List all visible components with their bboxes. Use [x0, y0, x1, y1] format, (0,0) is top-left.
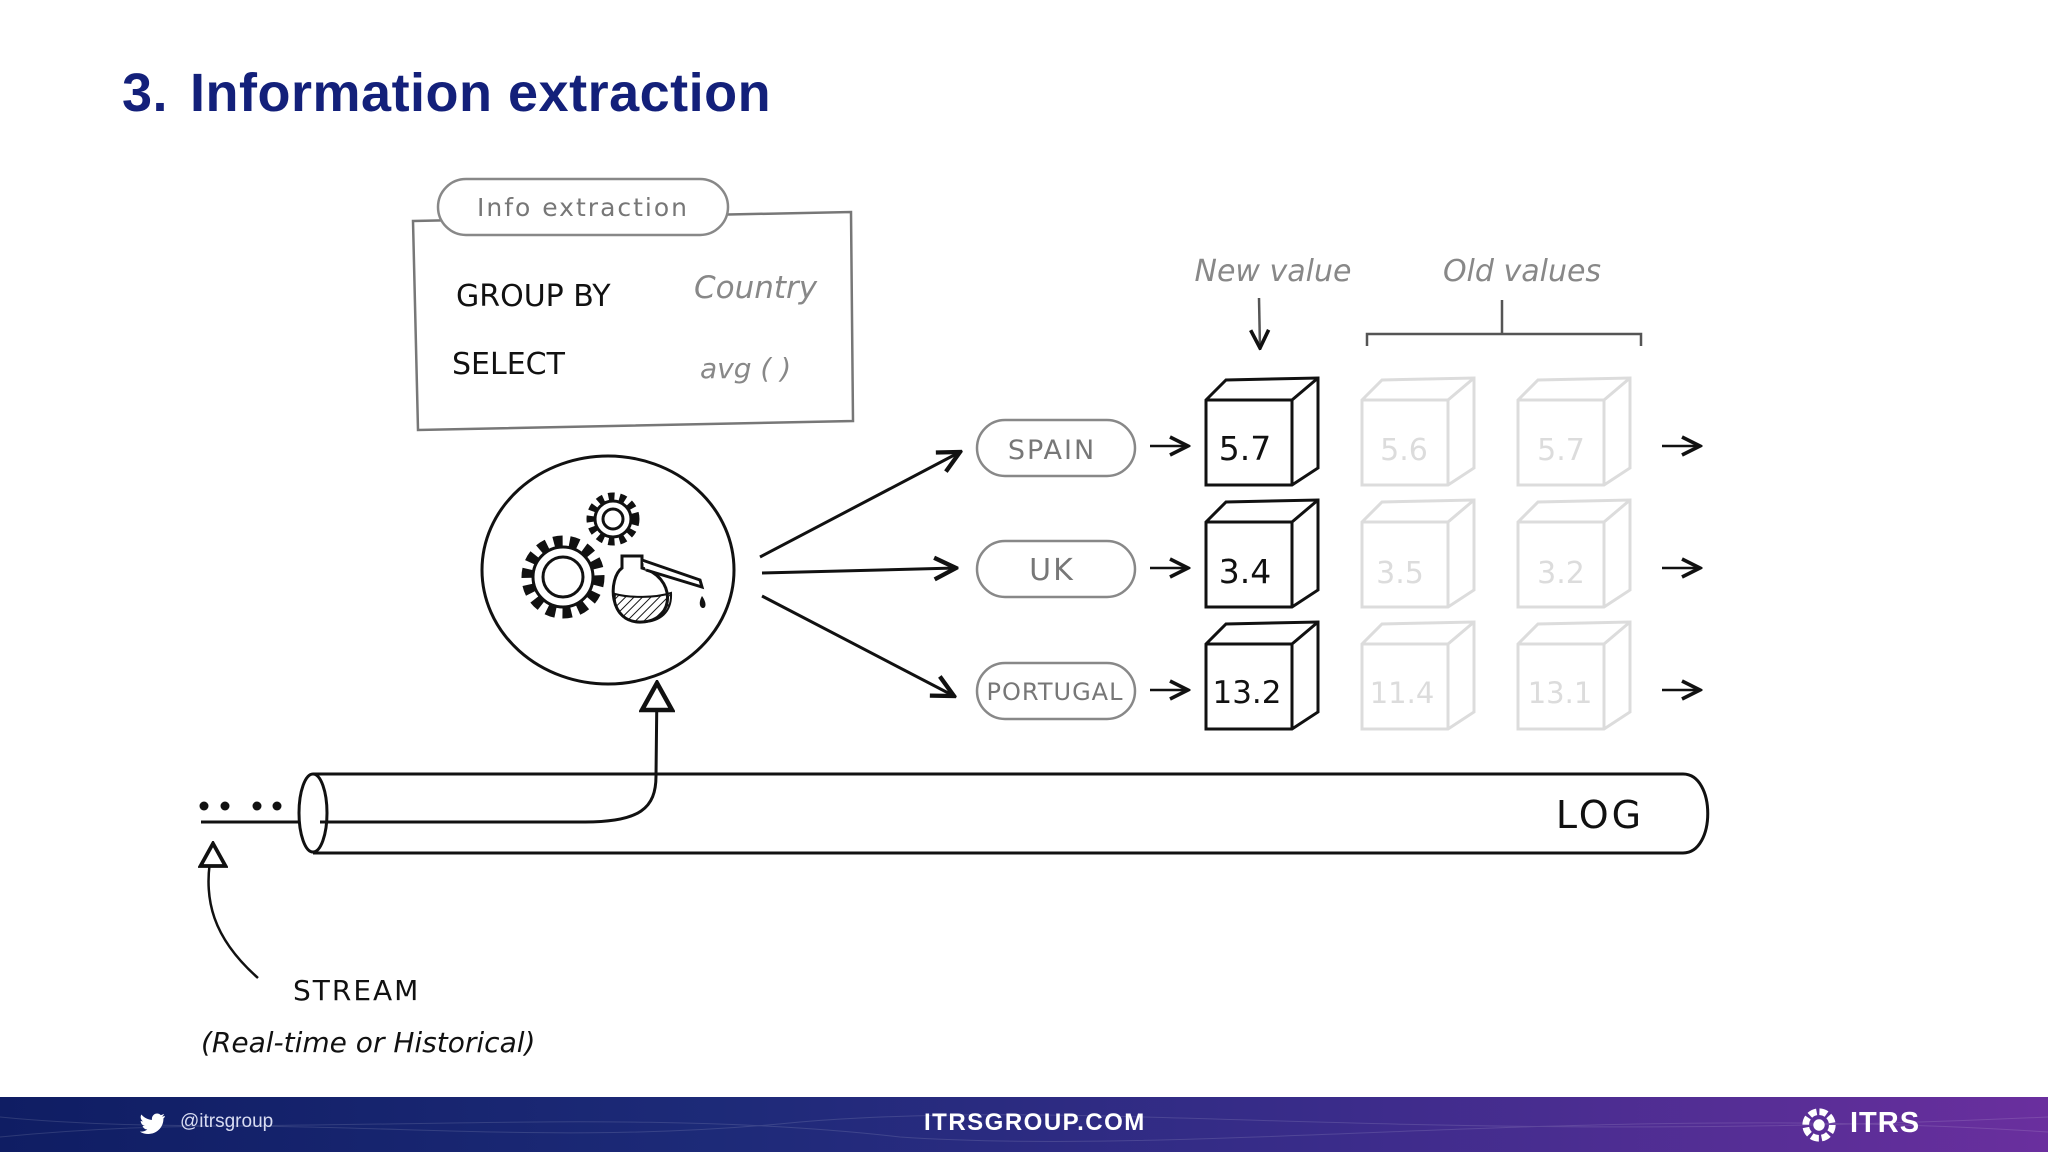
old-values-label: Old values [1443, 254, 1601, 289]
stream-sublabel: (Real-time or Historical) [201, 1026, 535, 1059]
old-value: 13.1 [1528, 676, 1593, 710]
diagram: Info extraction GROUP BY Country SELECT … [0, 177, 1710, 1059]
row-spain: SPAIN 5.7 5.6 5.7 [975, 376, 1700, 487]
old-value: 5.6 [1380, 433, 1428, 468]
new-value-cube: 5.7 [1204, 376, 1320, 487]
new-value: 3.4 [1219, 552, 1271, 591]
old-value-cube: 5.7 [1516, 376, 1632, 487]
arrow-to-portugal [761, 594, 954, 696]
small-gear-icon [586, 492, 640, 546]
itrs-logo-icon [1802, 1108, 1836, 1142]
row-uk: UK 3.4 3.5 3.2 [975, 498, 1700, 609]
old-value-cube: 3.2 [1516, 498, 1632, 609]
twitter-handle[interactable]: @itrsgroup [180, 1111, 274, 1132]
info-extraction-panel: Info extraction GROUP BY Country SELECT … [411, 177, 855, 432]
new-value-label: New value [1195, 254, 1352, 289]
group-pill [975, 539, 1137, 599]
old-value-cube: 11.4 [1360, 620, 1476, 731]
select-keyword: SELECT [452, 347, 566, 382]
group-name: PORTUGAL [987, 678, 1124, 706]
old-value-cube: 3.5 [1360, 498, 1476, 609]
old-value: 3.2 [1537, 556, 1585, 591]
log-label: LOG [1556, 793, 1644, 837]
group-by-keyword: GROUP BY [456, 279, 611, 314]
new-value: 5.7 [1219, 429, 1271, 468]
stream-pointer-arrow [208, 846, 259, 979]
stream-label: STREAM [293, 974, 420, 1007]
old-value-cube: 13.1 [1516, 620, 1632, 731]
row-portugal: PORTUGAL 13.2 11.4 13.1 [975, 620, 1700, 731]
new-value-cube: 3.4 [1204, 498, 1320, 609]
new-value-arrow [1259, 297, 1260, 348]
processor-node [480, 454, 736, 686]
old-values-bracket [1365, 300, 1643, 346]
info-tab [436, 177, 730, 237]
old-value: 5.7 [1537, 433, 1585, 468]
section-number: 3. [122, 63, 169, 123]
group-pill [975, 418, 1137, 478]
info-tab-label: Info extraction [477, 193, 689, 222]
brand-name: ITRS [1850, 1107, 1921, 1139]
log-tube: LOG [297, 772, 1710, 855]
footer-contour-pattern [0, 1114, 2048, 1142]
group-by-value: Country [694, 270, 818, 306]
stream-to-processor-arrow [320, 686, 657, 824]
page-title: 3. Information extraction [122, 62, 771, 124]
new-value: 13.2 [1212, 675, 1281, 711]
footer-bar: @itrsgroup ITRSGROUP.COM ITRS [0, 1097, 2048, 1152]
group-name: UK [1029, 553, 1075, 588]
twitter-icon[interactable] [138, 1110, 166, 1138]
group-pill [975, 661, 1137, 721]
stream-dots [199, 801, 282, 811]
arrow-to-uk [761, 568, 956, 573]
old-value-cube: 5.6 [1360, 376, 1476, 487]
new-value-cube: 13.2 [1204, 620, 1320, 731]
gear-icon [521, 535, 605, 619]
flask-icon [611, 554, 706, 624]
title-text: Information extraction [190, 63, 772, 123]
arrow-to-spain [759, 452, 960, 559]
old-value: 11.4 [1370, 676, 1435, 710]
select-value: avg ( ) [700, 352, 791, 385]
old-value: 3.5 [1376, 556, 1424, 591]
website-link[interactable]: ITRSGROUP.COM [924, 1109, 1146, 1136]
group-name: SPAIN [1008, 435, 1096, 466]
